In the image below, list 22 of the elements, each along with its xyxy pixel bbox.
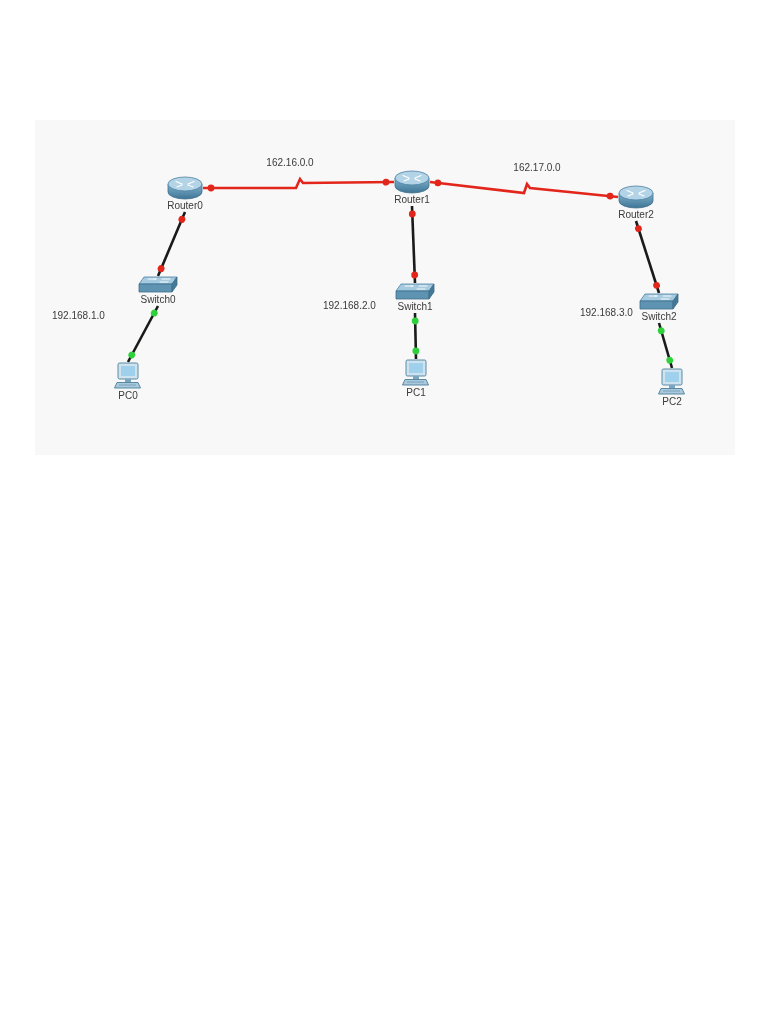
zigzag-link-line [203, 176, 394, 192]
zigzag-link-line [429, 179, 619, 200]
link-line [408, 205, 419, 284]
edge-label: 162.16.0.0 [264, 157, 316, 169]
device-name: Switch2 [641, 311, 677, 323]
device-name: PC1 [406, 387, 426, 399]
network-address-label: 192.168.3.0 [578, 307, 635, 319]
link-line [411, 312, 420, 360]
network-address-label: 192.168.2.0 [321, 300, 378, 312]
device-name: Router1 [394, 194, 430, 206]
device-name: Switch1 [397, 301, 433, 313]
link-line [634, 220, 661, 294]
device-name: Switch0 [140, 294, 176, 306]
device-name: Router0 [167, 200, 203, 212]
edge-label: 162.17.0.0 [511, 162, 563, 174]
link-line [156, 211, 187, 277]
device-name: PC2 [662, 396, 682, 408]
link-line [126, 305, 160, 363]
network-address-label: 192.168.1.0 [50, 310, 107, 322]
device-name: Router2 [618, 209, 654, 221]
link-line [657, 322, 674, 369]
device-name: PC0 [118, 390, 138, 402]
